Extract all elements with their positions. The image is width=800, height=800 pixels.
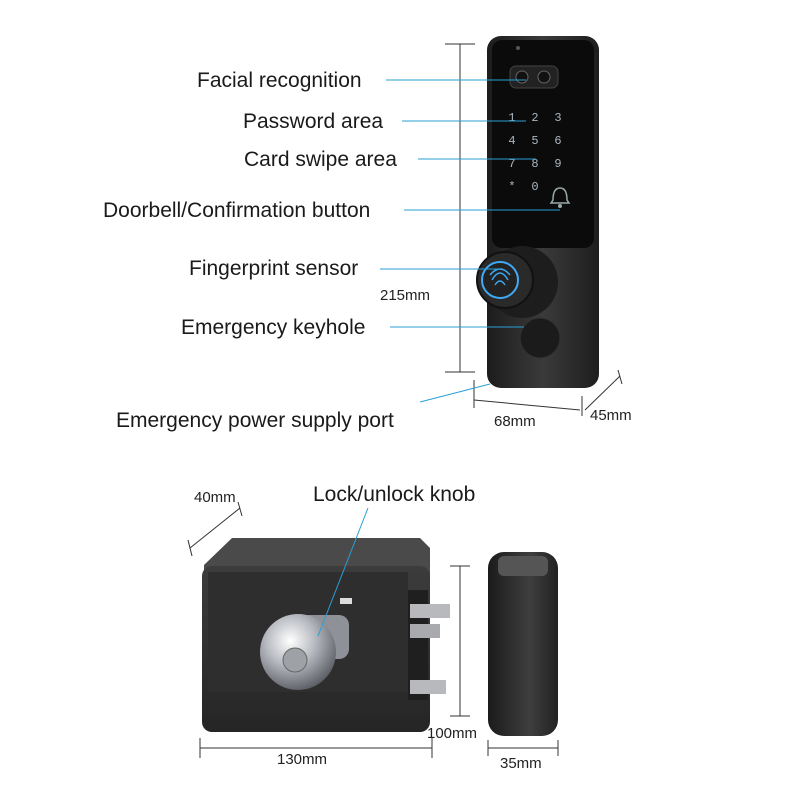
keypad-digit-0: 0 [531,180,538,194]
keypad-digit-9: 9 [554,157,561,171]
card-swipe-area-label: Card swipe area [244,148,397,171]
doorbell-button-label: Doorbell/Confirmation button [103,199,371,222]
latch-bolt [410,680,446,694]
keypad-digit-5: 5 [531,134,538,148]
strike-box [488,552,558,736]
fingerprint-icon [481,261,519,299]
knob-leader-line [317,507,369,637]
lock-depth-dim: 40mm [194,489,236,506]
keypad-digit-star: * [508,180,515,194]
lock-width-dim: 130mm [277,751,328,768]
fingerprint-sensor-label: Fingerprint sensor [189,257,359,280]
panel-depth-dim: 45mm [590,407,632,424]
keypad-digit-8: 8 [531,157,538,171]
rim-lock-body [202,538,450,732]
smart-lock-panel: 1 2 3 4 5 6 7 8 9 * 0 [476,36,599,388]
leader-lines-panel [380,79,560,403]
camera-dot [516,46,520,50]
keypad-digit-2: 2 [531,111,538,125]
keypad-digit-3: 3 [554,111,561,125]
keypad: 1 2 3 4 5 6 7 8 9 * 0 [508,111,561,194]
lock-height-dim: 100mm [427,725,478,742]
panel-width-dim: 68mm [494,413,536,430]
keyhole-cover [519,317,561,359]
touch-screen [492,40,594,248]
knob-label: Lock/unlock knob [313,483,476,506]
panel-height-dim: 215mm [380,287,431,304]
lock-dimension-lines [187,501,559,758]
keypad-digit-4: 4 [508,134,515,148]
keypad-digit-1: 1 [508,111,515,125]
keypad-digit-7: 7 [508,157,515,171]
strike-width-dim: 35mm [500,755,542,772]
emergency-keyhole-label: Emergency keyhole [181,316,366,339]
power-port-label: Emergency power supply port [116,409,394,432]
doorbell-icon [549,187,571,208]
keypad-digit-6: 6 [554,134,561,148]
facial-recognition-label: Facial recognition [197,69,362,92]
password-area-label: Password area [243,110,384,133]
panel-dimension-lines [445,43,623,416]
deadbolt [410,604,450,618]
